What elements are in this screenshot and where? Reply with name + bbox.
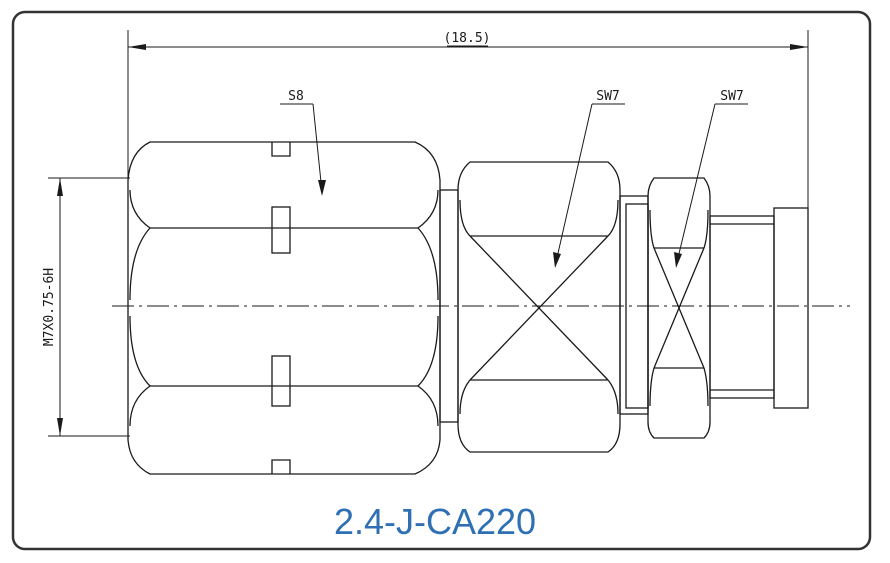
- hex-body-sw7-b-label: SW7: [720, 89, 743, 104]
- hex-nut-s8-label: S8: [288, 89, 304, 104]
- connector-tail: [709, 207, 809, 409]
- thread-dimension: M7X0.75-6H: [42, 177, 130, 437]
- hex-body-sw7-b: SW7: [647, 89, 748, 439]
- length-dimension: (18.5): [127, 30, 809, 208]
- length-dimension-label: (18.5): [444, 31, 491, 46]
- thread-dimension-label: M7X0.75-6H: [42, 268, 57, 346]
- part-number: 2.4-J-CA220: [334, 501, 536, 542]
- hex-body-sw7-a-label: SW7: [596, 89, 619, 104]
- drawing-border: [11, 10, 872, 551]
- hex-nut-s8: S8: [127, 89, 441, 475]
- hex-body-sw7-a: SW7: [457, 89, 625, 453]
